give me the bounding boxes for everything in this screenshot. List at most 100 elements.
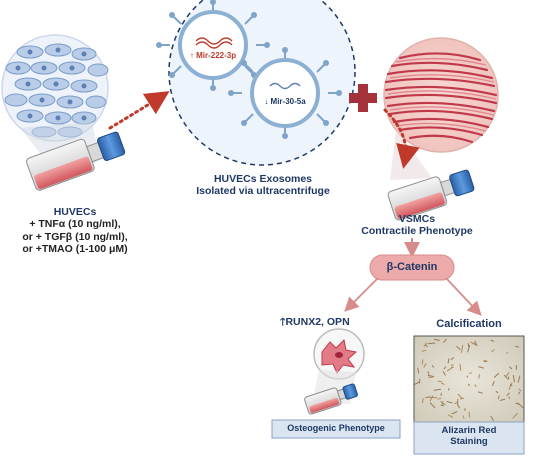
calcium-deposit-speck (509, 384, 513, 387)
calcium-deposit-speck (499, 398, 506, 401)
calcium-deposit-speck (490, 415, 495, 422)
calcium-deposit-speck (517, 375, 521, 383)
calcium-deposit-speck (454, 401, 458, 405)
calcium-deposit-speck (459, 397, 465, 400)
calcium-deposit-speck (505, 351, 509, 354)
arrow-catenin-to-calcification (445, 277, 482, 316)
calcium-deposit-speck (507, 376, 510, 381)
calcium-deposit-speck (450, 364, 454, 366)
vsmcs-label: VSMCs Contractile Phenotype (352, 213, 482, 238)
arrow-huvec-to-exosomes (108, 91, 170, 130)
calcium-deposit-speck (451, 411, 458, 415)
calcium-deposit-speck (469, 372, 473, 375)
alizarin-line-2: Staining (450, 436, 488, 448)
calcium-deposit-speck (430, 396, 438, 399)
osteogenic-cell-illustration (313, 328, 365, 380)
huvec-culture-flask (26, 131, 126, 191)
alizarin-line-1: Alizarin Red (441, 425, 497, 436)
calcium-deposit-speck (417, 367, 420, 374)
calcium-deposit-speck (427, 342, 436, 345)
calcium-deposit-speck (418, 378, 421, 384)
calcium-deposit-speck (425, 396, 431, 398)
exosome-vesicle-2 (228, 47, 342, 139)
calcium-deposit-speck (457, 405, 461, 409)
calcium-deposit-speck (491, 349, 495, 353)
calcium-deposit-speck (474, 384, 477, 388)
calcium-deposit-speck (466, 375, 469, 378)
calcium-deposit-speck (427, 374, 435, 378)
runx2-label: 🡑RUNX2, OPN (280, 314, 410, 332)
calcium-deposit-speck (518, 391, 521, 395)
calcium-deposit-speck (512, 374, 515, 383)
mir-222-label: ↑ Mir-222-3p (190, 51, 236, 60)
calcium-deposit-speck (457, 393, 463, 399)
calcium-deposit-speck (422, 398, 424, 404)
calcium-deposit-speck (443, 366, 447, 370)
calcium-deposit-speck (423, 363, 427, 368)
calcium-deposit-speck (440, 392, 442, 396)
calcium-deposit-speck (517, 402, 524, 409)
calcium-deposit-speck (477, 391, 483, 394)
osteogenic-phenotype-box (271, 419, 401, 439)
calcium-deposit-speck (433, 388, 441, 391)
calcium-deposit-speck (459, 363, 462, 371)
calcium-deposit-speck (474, 340, 477, 345)
calcium-deposit-speck (508, 396, 511, 400)
calcium-deposit-speck (447, 388, 450, 391)
calcium-deposit-speck (437, 397, 442, 400)
calcium-deposit-speck (425, 344, 428, 348)
calcium-deposit-speck (472, 342, 478, 346)
calcium-deposit-speck (483, 359, 488, 362)
calcium-deposit-speck (505, 372, 510, 377)
calcium-deposit-speck (443, 338, 447, 343)
calcium-deposit-speck (447, 358, 450, 364)
osteogenic-culture-flask (304, 383, 358, 415)
vsmcs-title: VSMCs (398, 213, 436, 225)
calcium-deposit-speck (442, 370, 447, 376)
calcium-deposit-speck (460, 344, 464, 353)
alizarin-label-box (413, 421, 525, 455)
mir-30-label: ↓ Mir-30-5a (264, 97, 306, 106)
calcium-deposit-speck (497, 395, 500, 400)
calcium-deposit-speck (412, 381, 420, 386)
calcium-deposit-speck (490, 339, 494, 342)
up-arrow-icon: 🡑 (280, 316, 286, 328)
calcium-deposit-speck (447, 414, 454, 418)
calcium-deposit-speck (429, 395, 434, 402)
calcium-deposit-speck (468, 411, 471, 418)
calcium-deposit-speck (440, 382, 445, 386)
huvec-monolayer-illustration (1, 34, 109, 142)
calcium-deposit-speck (450, 357, 455, 361)
calcium-deposit-speck (421, 349, 427, 352)
vsmc-culture-flask (387, 169, 475, 221)
calcium-deposit-speck (492, 381, 495, 387)
calcium-deposit-speck (440, 400, 446, 406)
calcium-deposit-speck (446, 401, 453, 404)
arrow-catenin-to-runx2 (344, 277, 379, 312)
exosome-illustration (156, 0, 356, 166)
calcium-deposit-speck (421, 359, 424, 365)
calcium-deposit-speck (495, 390, 499, 394)
calcium-deposit-speck (429, 402, 436, 409)
calcium-deposit-speck (446, 366, 454, 372)
calcium-deposit-speck (493, 372, 500, 378)
exosomes-label: HUVECs Exosomes Isolated via ultracentri… (180, 173, 346, 198)
huvecs-title: HUVECs (53, 206, 97, 218)
calcification-title: Calcification (436, 318, 502, 330)
alizarin-label: Alizarin Red Staining (414, 425, 524, 447)
calcium-deposit-speck (512, 412, 519, 419)
huvecs-label: HUVECs + TNFα (10 ng/ml), or + TGFβ (10 … (0, 206, 150, 256)
plus-icon (349, 84, 377, 112)
calcium-deposit-speck (514, 345, 520, 348)
calcium-deposit-speck (462, 415, 465, 419)
exosomes-subtitle: Isolated via ultracentrifuge (196, 185, 330, 198)
calcium-deposit-speck (478, 366, 485, 369)
calcium-deposit-speck (509, 366, 513, 370)
calcium-deposit-speck (456, 345, 461, 351)
beta-catenin-node (369, 254, 455, 281)
vsmc-muscle-illustration (383, 37, 499, 153)
calcium-deposit-speck (478, 374, 480, 379)
calcium-deposit-speck (427, 371, 430, 375)
calcium-deposit-speck (506, 392, 510, 397)
calcium-deposit-speck (508, 382, 513, 391)
